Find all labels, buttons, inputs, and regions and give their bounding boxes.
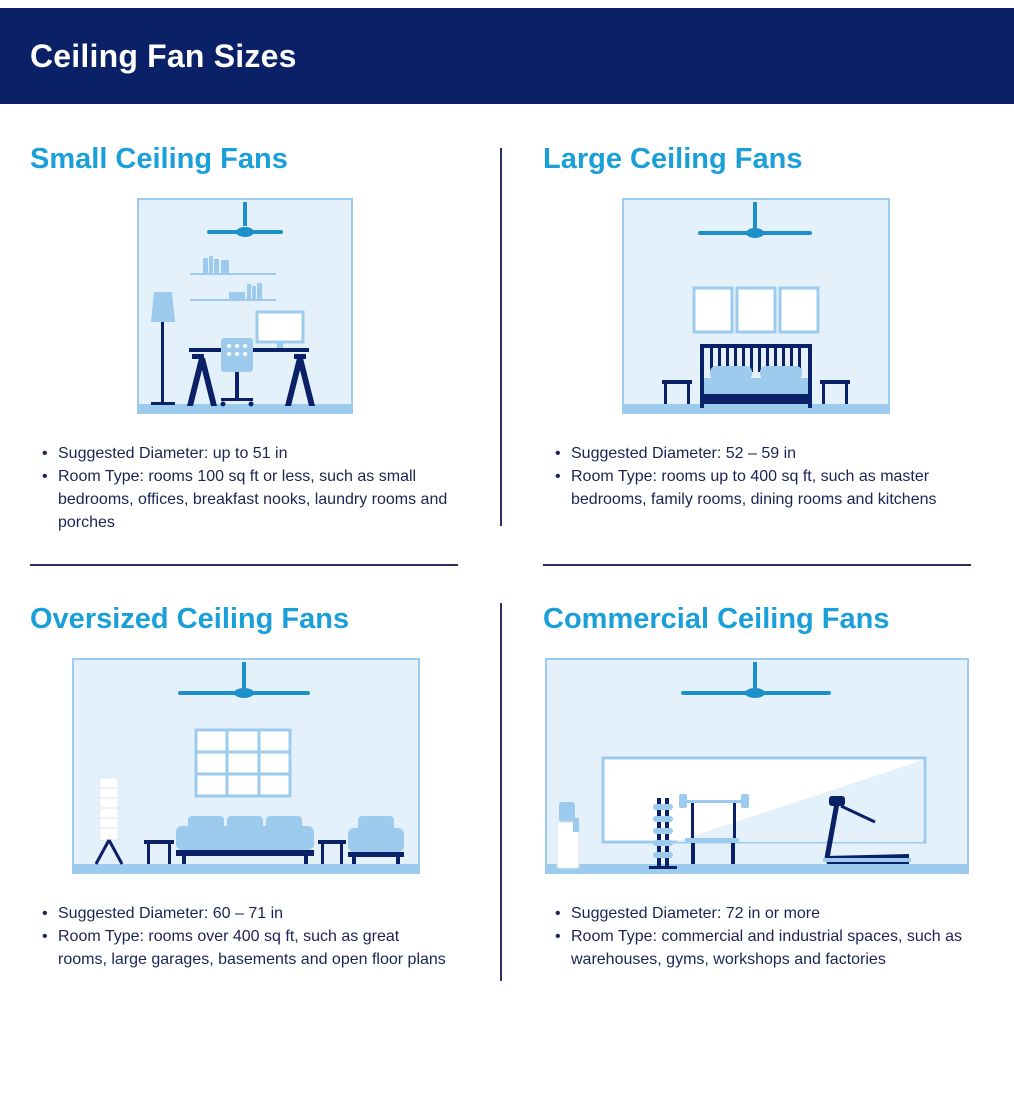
bullet-room-type: Room Type: rooms over 400 sq ft, such as… [30, 925, 450, 971]
armchair-icon [348, 816, 404, 864]
vertical-divider-top [500, 148, 502, 526]
section-title-small: Small Ceiling Fans [30, 143, 288, 175]
header-banner: Ceiling Fan Sizes [0, 8, 1014, 104]
commercial-room-illustration [545, 658, 969, 874]
desk-icon [187, 348, 315, 406]
ceiling-fan-icon [178, 662, 310, 698]
bullet-room-type: Room Type: commercial and industrial spa… [543, 925, 963, 971]
section-title-commercial: Commercial Ceiling Fans [543, 603, 890, 635]
sofa-icon [176, 816, 314, 864]
bullet-list-small: Suggested Diameter: up to 51 in Room Typ… [30, 442, 480, 534]
horizontal-divider-right [543, 564, 971, 566]
window-icon [194, 728, 292, 798]
office-chair-icon [220, 338, 254, 407]
side-table-right-icon [318, 840, 346, 864]
small-room-illustration [137, 198, 353, 414]
bullet-diameter: Suggested Diameter: 52 – 59 in [543, 442, 963, 465]
bed-icon [700, 344, 812, 408]
oversized-room-illustration [72, 658, 420, 874]
bullet-room-type: Room Type: rooms 100 sq ft or less, such… [30, 465, 480, 534]
floor-lamp-icon [94, 777, 124, 865]
bookshelf-icon [190, 256, 276, 301]
weight-bench-icon [679, 794, 749, 864]
bullet-list-commercial: Suggested Diameter: 72 in or more Room T… [543, 902, 963, 971]
monitor-icon [255, 310, 305, 348]
bullet-diameter: Suggested Diameter: 72 in or more [543, 902, 963, 925]
vertical-divider-bottom [500, 603, 502, 981]
dumbbell-rack-icon [649, 798, 677, 869]
large-room-illustration [622, 198, 890, 414]
nightstand-right-icon [820, 380, 850, 404]
page-title: Ceiling Fan Sizes [30, 38, 297, 74]
ceiling-fan-icon [681, 662, 831, 698]
ceiling-fan-icon [698, 202, 812, 238]
wall-frames-icon [692, 286, 820, 334]
gym-mirror-icon [601, 756, 927, 844]
bullet-room-type: Room Type: rooms up to 400 sq ft, such a… [543, 465, 963, 511]
bullet-list-large: Suggested Diameter: 52 – 59 in Room Type… [543, 442, 963, 511]
ceiling-fan-icon [207, 202, 283, 237]
floor-lamp-icon [151, 292, 175, 405]
water-cooler-icon [556, 802, 580, 869]
bullet-diameter: Suggested Diameter: up to 51 in [30, 442, 480, 465]
section-title-large: Large Ceiling Fans [543, 143, 803, 175]
treadmill-icon [823, 796, 911, 864]
nightstand-left-icon [662, 380, 692, 404]
bullet-diameter: Suggested Diameter: 60 – 71 in [30, 902, 450, 925]
section-title-oversized: Oversized Ceiling Fans [30, 603, 350, 635]
horizontal-divider-left [30, 564, 458, 566]
bullet-list-oversized: Suggested Diameter: 60 – 71 in Room Type… [30, 902, 450, 971]
side-table-left-icon [144, 840, 174, 864]
